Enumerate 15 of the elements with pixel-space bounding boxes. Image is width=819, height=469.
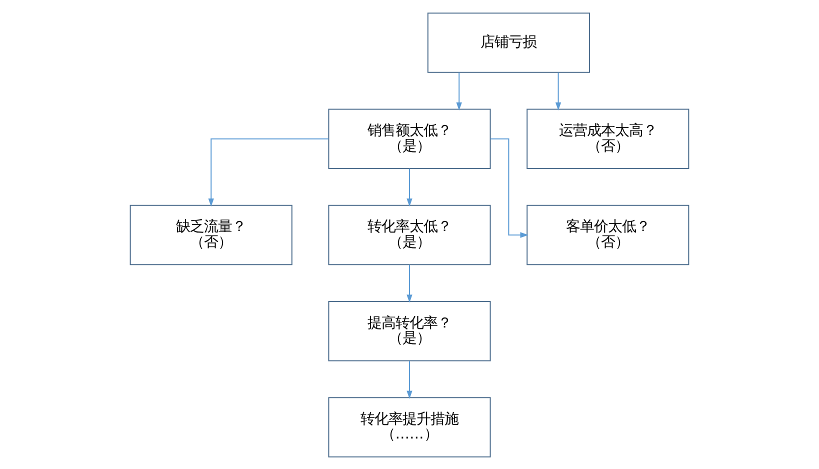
node-box: 店铺亏损 — [427, 12, 590, 72]
node-box: 提高转化率？ （是） — [328, 300, 491, 361]
node-box: 客单价太低？ （否） — [526, 204, 690, 265]
arrow — [406, 360, 412, 398]
arrow — [456, 72, 462, 110]
node-box: 销售额太低？ （是） — [328, 108, 491, 169]
node-box: 缺乏流量？ （否） — [130, 204, 292, 265]
arrow — [555, 72, 562, 110]
arrow — [208, 138, 329, 206]
arrow — [490, 138, 528, 238]
node-box: 转化率提升措施 （……） — [328, 396, 491, 457]
arrow — [406, 264, 412, 302]
node-box: 运营成本太高？ （否） — [526, 108, 690, 169]
node-box: 转化率太低？ （是） — [328, 204, 491, 265]
arrow — [406, 168, 412, 206]
